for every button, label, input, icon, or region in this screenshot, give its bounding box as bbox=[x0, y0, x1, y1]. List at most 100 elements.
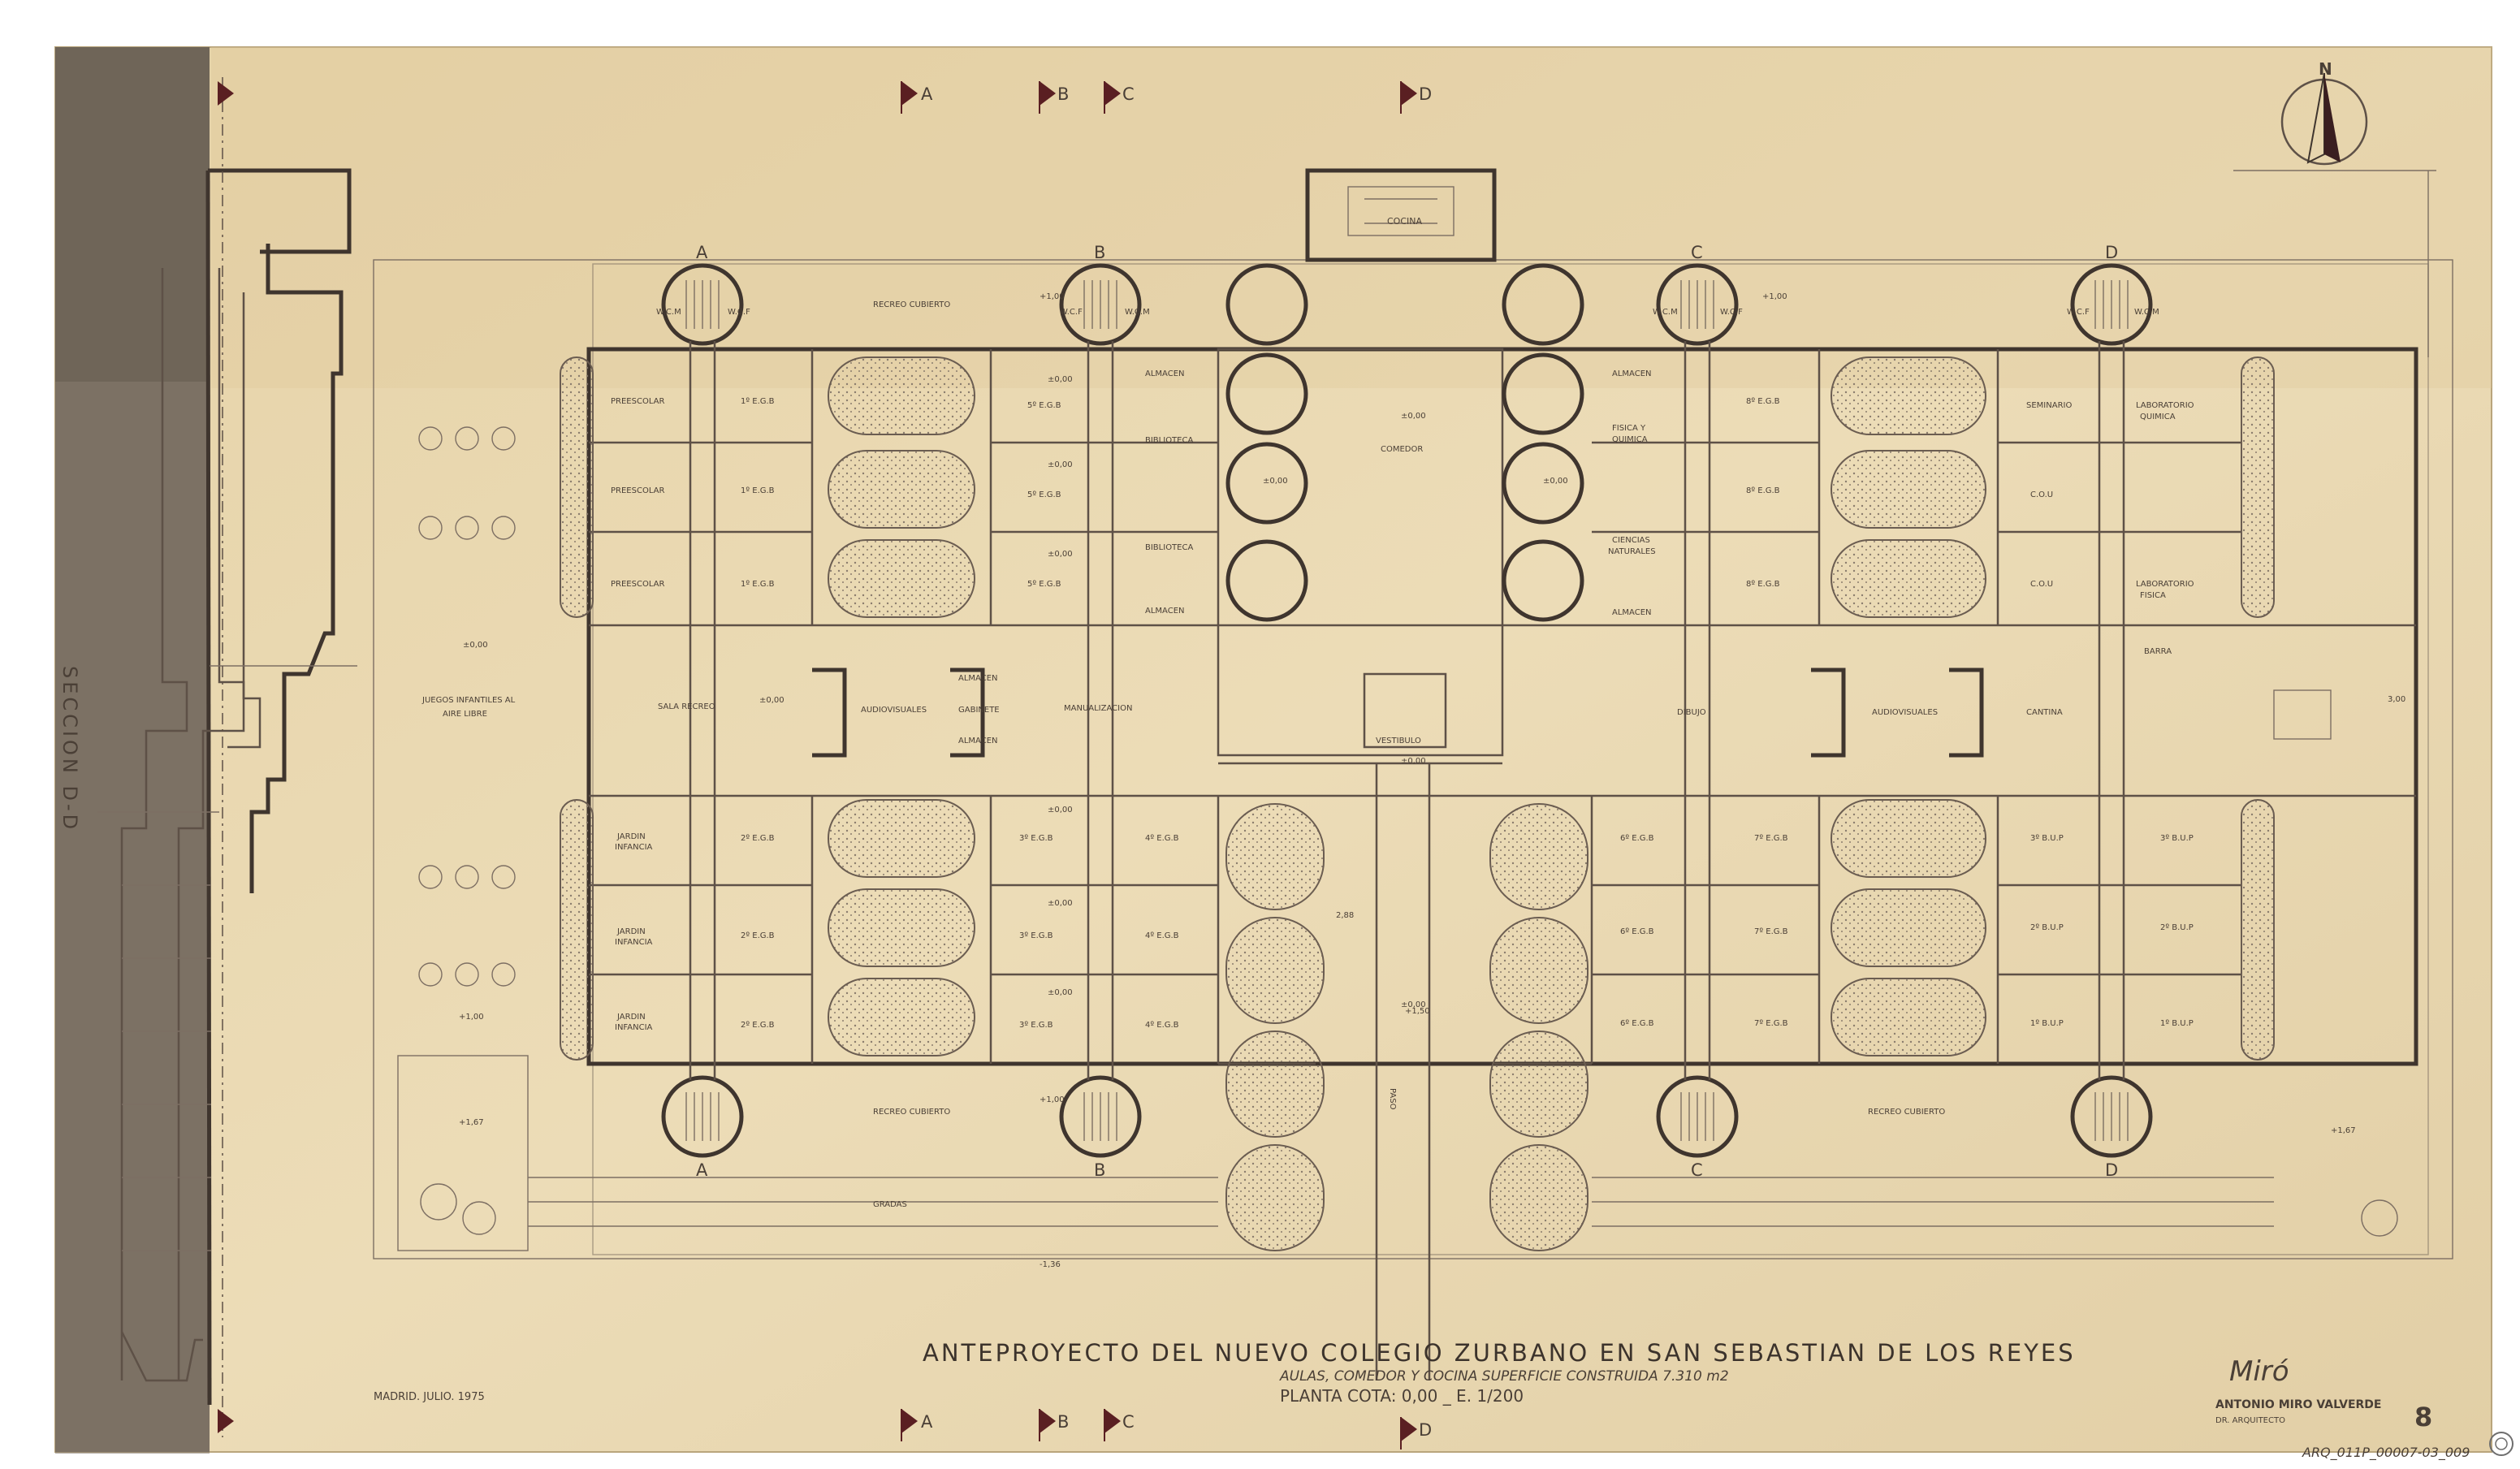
level-5: ±0,00 bbox=[1048, 550, 1073, 559]
wcf-label-b: W.C.F bbox=[1060, 308, 1083, 317]
towers bbox=[661, 263, 2153, 1158]
almacen-east-bottom: ALMACEN bbox=[1612, 608, 1652, 617]
sheet-number: 8 bbox=[2414, 1402, 2432, 1432]
egb2-3: 2º E.G.B bbox=[741, 1021, 775, 1030]
cantina: CANTINA bbox=[2026, 708, 2063, 717]
almacen-west-top: ALMACEN bbox=[1145, 369, 1185, 378]
lab-fisica-a: LABORATORIO bbox=[2136, 580, 2194, 589]
level-18: +1,67 bbox=[459, 1118, 484, 1127]
section-band-light bbox=[55, 382, 210, 1454]
marker-b-bottom: B bbox=[1057, 1412, 1069, 1432]
level-20: -1,36 bbox=[1040, 1260, 1061, 1269]
egb6-1: 6º E.G.B bbox=[1620, 834, 1654, 843]
bup3-1: 3º B.U.P bbox=[2030, 834, 2064, 843]
wcf-label-c: W.C.F bbox=[1720, 308, 1743, 317]
almacen-core-2: ALMACEN bbox=[958, 737, 998, 745]
recreo-cubierto-top: RECREO CUBIERTO bbox=[873, 300, 950, 309]
level-8: ±0,00 bbox=[1048, 988, 1073, 997]
wcm-label-d: W.C.M bbox=[2134, 308, 2159, 317]
drawing-subtitle: AULAS, COMEDOR Y COCINA SUPERFICIE CONST… bbox=[1279, 1368, 1729, 1385]
column-c-bottom: C bbox=[1691, 1160, 1703, 1180]
architect-role: DR. ARQUITECTO bbox=[2215, 1416, 2285, 1425]
core-blocks bbox=[812, 668, 2332, 758]
drawing-date: MADRID. JULIO. 1975 bbox=[374, 1391, 485, 1403]
marker-c-top: C bbox=[1122, 84, 1135, 104]
egb8-2: 8º E.G.B bbox=[1746, 486, 1780, 495]
column-b-bottom: B bbox=[1094, 1160, 1105, 1180]
archive-seal-icon bbox=[2489, 1432, 2514, 1456]
patios bbox=[560, 356, 2275, 1251]
egb3-3: 3º E.G.B bbox=[1019, 1021, 1053, 1030]
section-markers bbox=[218, 81, 1417, 1441]
column-a-bottom: A bbox=[696, 1160, 708, 1180]
egb8-1: 8º E.G.B bbox=[1746, 397, 1780, 406]
marker-d-top: D bbox=[1419, 84, 1432, 104]
column-d-bottom: D bbox=[2105, 1160, 2118, 1180]
round-rooms bbox=[1225, 263, 1584, 622]
wcf-label-d: W.C.F bbox=[2067, 308, 2090, 317]
kitchen-label: COCINA bbox=[1387, 216, 1422, 227]
level-23: 3,00 bbox=[2388, 695, 2405, 704]
marker-c-bottom: C bbox=[1122, 1412, 1135, 1432]
level-17: +1,00 bbox=[1040, 1095, 1065, 1104]
sala-recreo: SALA RECREO bbox=[658, 702, 715, 711]
recreo-cubierto-bottom-east: RECREO CUBIERTO bbox=[1868, 1108, 1945, 1117]
level-10: ±0,00 bbox=[1401, 1000, 1426, 1009]
vestibule-label: VESTIBULO bbox=[1376, 737, 1421, 745]
egb5-3: 5º E.G.B bbox=[1027, 580, 1061, 589]
column-a-top: A bbox=[696, 243, 708, 262]
paso-label: PASO bbox=[1388, 1088, 1397, 1110]
column-d-top: D bbox=[2105, 243, 2118, 262]
bup1-2: 1º B.U.P bbox=[2160, 1019, 2194, 1028]
juegos-label-2: AIRE LIBRE bbox=[443, 710, 487, 719]
kitchen-block bbox=[1305, 168, 1497, 262]
bup3-2: 3º B.U.P bbox=[2160, 834, 2194, 843]
egb2-2: 2º E.G.B bbox=[741, 931, 775, 940]
egb4-3: 4º E.G.B bbox=[1145, 1021, 1179, 1030]
gradas-label: GRADAS bbox=[873, 1200, 907, 1209]
drawing-plan-scale: PLANTA COTA: 0,00 _ E. 1/200 bbox=[1280, 1386, 1524, 1406]
almacen-core-1: ALMACEN bbox=[958, 674, 998, 683]
egb4-1: 4º E.G.B bbox=[1145, 834, 1179, 843]
lab-quimica-a: LABORATORIO bbox=[2136, 401, 2194, 410]
paper-top-tone bbox=[211, 47, 2492, 388]
archive-reference: ARQ_011P_00007-03_009 bbox=[2302, 1445, 2470, 1461]
audiovisuales-east: AUDIOVISUALES bbox=[1872, 708, 1938, 717]
dining-label: COMEDOR bbox=[1381, 445, 1423, 454]
north-label: N bbox=[2319, 59, 2332, 79]
egb7-3: 7º E.G.B bbox=[1754, 1019, 1788, 1028]
egb6-3: 6º E.G.B bbox=[1620, 1019, 1654, 1028]
level-1: ±0,00 bbox=[1401, 412, 1426, 421]
cou-2: C.O.U bbox=[2030, 580, 2053, 589]
section-marker-lines bbox=[901, 81, 1402, 1450]
level-22: +1,50 bbox=[1405, 1007, 1430, 1016]
lab-fisica-b: FISICA bbox=[2140, 591, 2166, 600]
level-3: ±0,00 bbox=[1048, 375, 1073, 384]
egb1-3: 1º E.G.B bbox=[741, 580, 775, 589]
biblioteca-1: BIBLIOTECA bbox=[1145, 436, 1193, 445]
egb3-1: 3º E.G.B bbox=[1019, 834, 1053, 843]
bup2-2: 2º B.U.P bbox=[2160, 923, 2194, 932]
jardin-2b: INFANCIA bbox=[615, 938, 653, 947]
level-21: 2,88 bbox=[1336, 911, 1354, 920]
lab-quimica-b: QUIMICA bbox=[2140, 413, 2176, 421]
audiovisuales-west: AUDIOVISUALES bbox=[861, 706, 927, 715]
level-12: ±0,00 bbox=[1263, 477, 1288, 486]
egb6-2: 6º E.G.B bbox=[1620, 927, 1654, 936]
level-15: +1,00 bbox=[1762, 292, 1787, 301]
marker-a-bottom: A bbox=[921, 1412, 933, 1432]
preescolar-1: PREESCOLAR bbox=[611, 397, 664, 406]
manualizacion: MANUALIZACION bbox=[1064, 704, 1132, 713]
wcm-label: W.C.M bbox=[656, 308, 681, 317]
marker-d-bottom: D bbox=[1419, 1420, 1432, 1440]
level-7: ±0,00 bbox=[1048, 899, 1073, 908]
almacen-west-bottom: ALMACEN bbox=[1145, 607, 1185, 616]
egb1-2: 1º E.G.B bbox=[741, 486, 775, 495]
egb7-1: 7º E.G.B bbox=[1754, 834, 1788, 843]
column-b-top: B bbox=[1094, 243, 1105, 262]
egb8-3: 8º E.G.B bbox=[1746, 580, 1780, 589]
ciencias-a: CIENCIAS bbox=[1612, 536, 1650, 545]
biblioteca-2: BIBLIOTECA bbox=[1145, 543, 1193, 552]
